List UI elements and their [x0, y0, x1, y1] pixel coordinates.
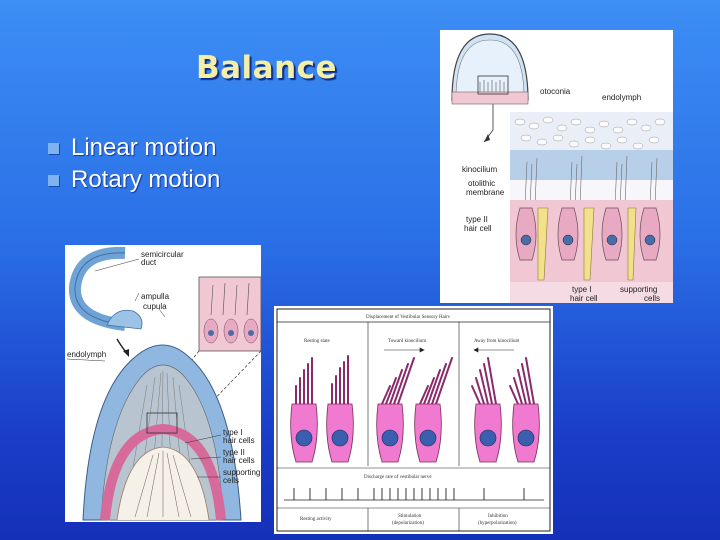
- discharge-label: Discharge rate of vestibular nerve: [364, 475, 432, 480]
- label-cupula: cupula: [143, 302, 167, 311]
- label-hair-cells: hair cells: [223, 456, 255, 465]
- label-type2: type II: [223, 448, 245, 457]
- label-endolymph: endolymph: [67, 350, 106, 359]
- bullet-text: Linear motion: [71, 134, 217, 161]
- column-away: Away from kinocilium: [474, 339, 519, 344]
- label-hair-cell: hair cell: [570, 294, 598, 303]
- label-type1: type I: [572, 285, 592, 294]
- slide-title: Balance: [196, 50, 338, 86]
- bullet-list: Linear motion Rotary motion: [48, 133, 220, 197]
- square-bullet-icon: [48, 174, 59, 186]
- bullet-item-linear: Linear motion: [48, 133, 220, 163]
- label-supporting: supporting: [223, 468, 260, 477]
- crista-figure: semicircular duct ampulla cupula endolym…: [65, 245, 261, 522]
- column-toward: Toward kinocilium: [388, 339, 426, 344]
- figure-header: Displacement of Vestibular Sensory Hairs: [366, 315, 450, 320]
- label-otolithic: otolithic: [468, 179, 495, 188]
- footer-inhibition: Inhibition: [488, 514, 508, 519]
- footer-stimulation: Stimulation: [398, 514, 422, 519]
- label-hair-cells: hair cells: [223, 436, 255, 445]
- label-otoconia: otoconia: [540, 87, 571, 96]
- label-duct: duct: [141, 258, 157, 267]
- footer-resting: Resting activity: [300, 517, 332, 522]
- label-kinocilium: kinocilium: [462, 165, 497, 174]
- label-type2: type II: [466, 215, 488, 224]
- otolith-figure: otoconia endolymph kinocilium otolithic …: [440, 30, 673, 303]
- column-resting: Resting state: [304, 339, 330, 344]
- bullet-item-rotary: Rotary motion: [48, 165, 220, 195]
- bullet-text: Rotary motion: [71, 166, 221, 193]
- square-bullet-icon: [48, 142, 59, 154]
- label-cells: cells: [223, 476, 239, 485]
- label-ampulla: ampulla: [141, 292, 170, 301]
- hair-displacement-figure: Displacement of Vestibular Sensory Hairs…: [274, 306, 553, 534]
- label-cells: cells: [644, 294, 660, 303]
- label-semicircular: semicircular: [141, 250, 184, 259]
- label-endolymph: endolymph: [602, 93, 641, 102]
- footer-depolarization: (depolarization): [392, 521, 424, 526]
- label-type1: type I: [223, 428, 243, 437]
- label-membrane: membrane: [466, 188, 505, 197]
- footer-hyperpolarization: (hyperpolarization): [478, 521, 517, 526]
- label-supporting: supporting: [620, 285, 657, 294]
- label-hair-cell: hair cell: [464, 224, 492, 233]
